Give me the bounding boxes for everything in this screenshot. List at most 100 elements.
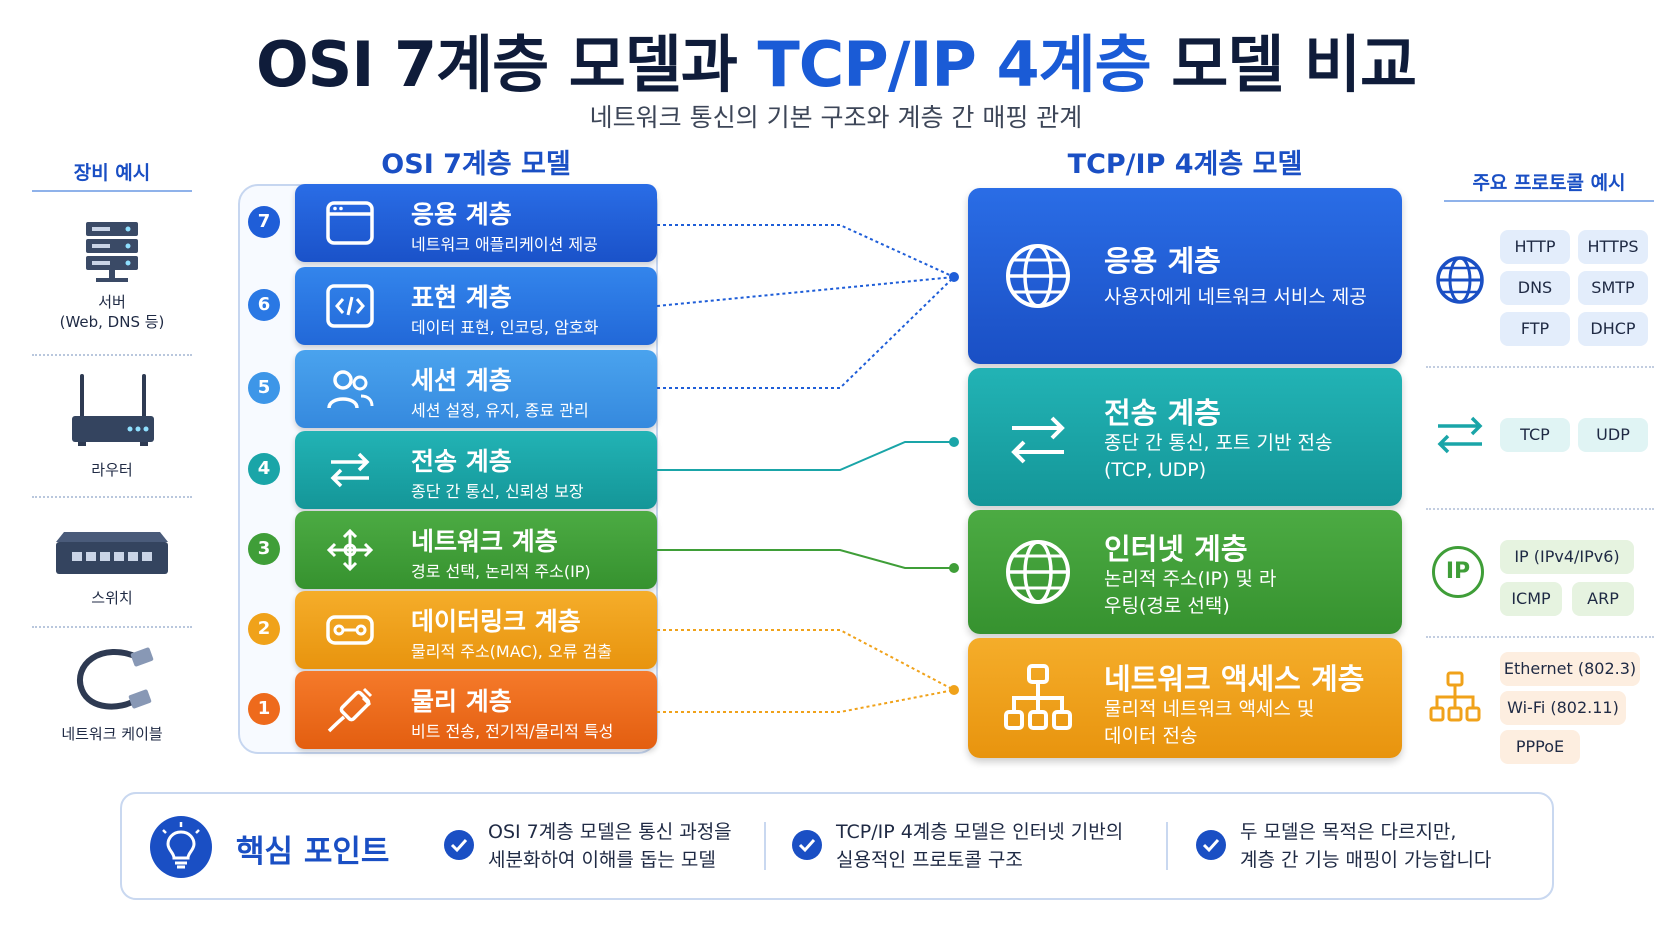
tcp-layer-network-access: 네트워크 액세스 계층 물리적 네트워크 액세스 및 데이터 전송 [968,638,1402,758]
protocol-chip: HTTP [1500,230,1570,264]
osi-heading: OSI 7계층 모델 [381,149,571,180]
device-label-server: 서버 [98,293,126,311]
key-point-2: TCP/IP 4계층 모델은 인터넷 기반의 실용적인 프로토콜 구조 [836,818,1123,874]
protocol-chip: DNS [1500,271,1570,305]
connector-osi4 [657,441,954,471]
protocol-separator [1426,366,1654,368]
key-point-line: 계층 간 기능 매핑이 가능합니다 [1240,849,1492,871]
tcp-layer-desc: 물리적 네트워크 액세스 및 데이터 전송 [1104,698,1315,747]
tcp-layer-desc: 사용자에게 네트워크 서비스 제공 [1104,286,1367,308]
tcp-layer-name: 인터넷 계층 [1104,532,1248,566]
protocol-chip: TCP [1500,418,1570,452]
osi-layer-name: 물리 계층 [411,687,512,716]
cable-icon [70,644,158,716]
key-point-line: OSI 7계층 모델은 통신 과정을 [488,821,732,843]
osi-number-6: 6 [248,289,280,321]
connector-osi5 [657,276,955,389]
osi-layer-name: 전송 계층 [411,447,512,476]
connector-osi2 [657,629,955,691]
move-icon [325,527,375,573]
osi-layer-1: 물리 계층 비트 전송, 전기적/물리적 특성 [295,671,657,749]
osi-layer-4: 전송 계층 종단 간 통신, 신뢰성 보장 [295,431,657,509]
key-point-line: 두 모델은 목적은 다르지만, [1240,821,1457,843]
protocol-chip: HTTPS [1578,230,1648,264]
protocol-chip: ARP [1572,582,1634,616]
switch-icon [54,528,170,580]
osi-number-3: 3 [248,533,280,565]
osi-number-7: 7 [248,206,280,238]
transfer-icon [1002,404,1074,476]
tcp-heading: TCP/IP 4계층 모델 [1067,149,1303,180]
connector-dot-network-access [949,685,959,695]
title-part2: TCP/IP 4계층 [757,28,1151,101]
transfer-icon [1432,410,1488,460]
osi-layer-desc: 종단 간 통신, 신뢰성 보장 [411,482,584,501]
osi-layer-desc: 경로 선택, 논리적 주소(IP) [411,562,591,581]
connector-osi1 [657,689,955,713]
devices-heading-underline [32,190,192,192]
page-title: OSI 7계층 모델과 TCP/IP 4계층 모델 비교 [0,14,1672,104]
protocol-chip: Ethernet (802.3) [1500,652,1640,686]
protocol-separator [1426,508,1654,510]
osi-layer-5: 세션 계층 세션 설정, 유지, 종료 관리 [295,350,657,428]
osi-layer-7: 응용 계층 네트워크 애플리케이션 제공 [295,184,657,262]
key-point-3: 두 모델은 목적은 다르지만, 계층 간 기능 매핑이 가능합니다 [1240,818,1491,874]
device-label-cable: 네트워크 케이블 [61,725,163,743]
tcp-layer-desc: 논리적 주소(IP) 및 라우팅(경로 선택) [1104,568,1277,617]
connector-dot-transport [949,437,959,447]
osi-number-5: 5 [248,372,280,404]
osi-layer-2: 데이터링크 계층 물리적 주소(MAC), 오류 검출 [295,591,657,669]
hierarchy-icon [1428,670,1484,724]
osi-number-2: 2 [248,613,280,645]
plug-icon [325,687,375,733]
tcp-layer-transport: 전송 계층 종단 간 통신, 포트 기반 전송 (TCP, UDP) [968,368,1402,506]
connector-osi6 [656,276,955,307]
device-separator [32,626,192,628]
router-icon [68,372,158,452]
connector-osi3 [657,549,954,569]
ip-icon: IP [1432,546,1484,598]
check-circle-icon [792,830,822,860]
protocol-separator [1426,636,1654,638]
key-point-divider [764,822,766,870]
protocol-chip: UDP [1578,418,1648,452]
device-separator [32,354,192,356]
protocol-chip: PPPoE [1500,730,1580,764]
osi-layer-desc: 물리적 주소(MAC), 오류 검출 [411,642,612,661]
osi-layer-name: 데이터링크 계층 [411,607,581,636]
key-point-line: TCP/IP 4계층 모델은 인터넷 기반의 [836,821,1124,843]
title-part1: OSI 7계층 모델과 [255,28,758,101]
osi-layer-name: 표현 계층 [411,283,512,312]
users-icon [325,366,375,412]
protocol-chip: DHCP [1578,312,1648,346]
tcp-layer-internet: 인터넷 계층 논리적 주소(IP) 및 라우팅(경로 선택) [968,510,1402,634]
key-point-line: 세분화하여 이해를 돕는 모델 [488,849,716,871]
lightbulb-icon [150,816,212,878]
osi-layer-name: 세션 계층 [411,366,512,395]
osi-layer-name: 네트워크 계층 [411,527,558,556]
page-subtitle: 네트워크 통신의 기본 구조와 계층 간 매핑 관계 [589,103,1083,132]
protocol-chip: ICMP [1500,582,1562,616]
protocol-chip: FTP [1500,312,1570,346]
osi-layer-desc: 데이터 표현, 인코딩, 암호화 [411,318,599,337]
protocol-chip: SMTP [1578,271,1648,305]
device-separator [32,496,192,498]
osi-layer-name: 응용 계층 [411,200,512,229]
globe-icon [1002,536,1074,608]
title-part3: 모델 비교 [1150,28,1417,101]
protocols-heading: 주요 프로토콜 예시 [1472,172,1626,194]
tcp-layer-name: 전송 계층 [1104,396,1221,430]
window-icon [325,200,375,246]
link-icon [325,607,375,653]
protocol-chip: Wi-Fi (802.11) [1500,691,1626,725]
tcp-layer-desc: 종단 간 통신, 포트 기반 전송 (TCP, UDP) [1104,432,1333,481]
hierarchy-icon [1002,662,1074,734]
key-point-1: OSI 7계층 모델은 통신 과정을 세분화하여 이해를 돕는 모델 [488,818,732,874]
check-circle-icon [1196,830,1226,860]
protocol-chip: IP (IPv4/IPv6) [1500,540,1634,574]
device-label-server-sub: (Web, DNS 등) [59,313,165,331]
code-icon [325,283,375,329]
devices-heading: 장비 예시 [73,162,151,184]
osi-number-1: 1 [248,693,280,725]
